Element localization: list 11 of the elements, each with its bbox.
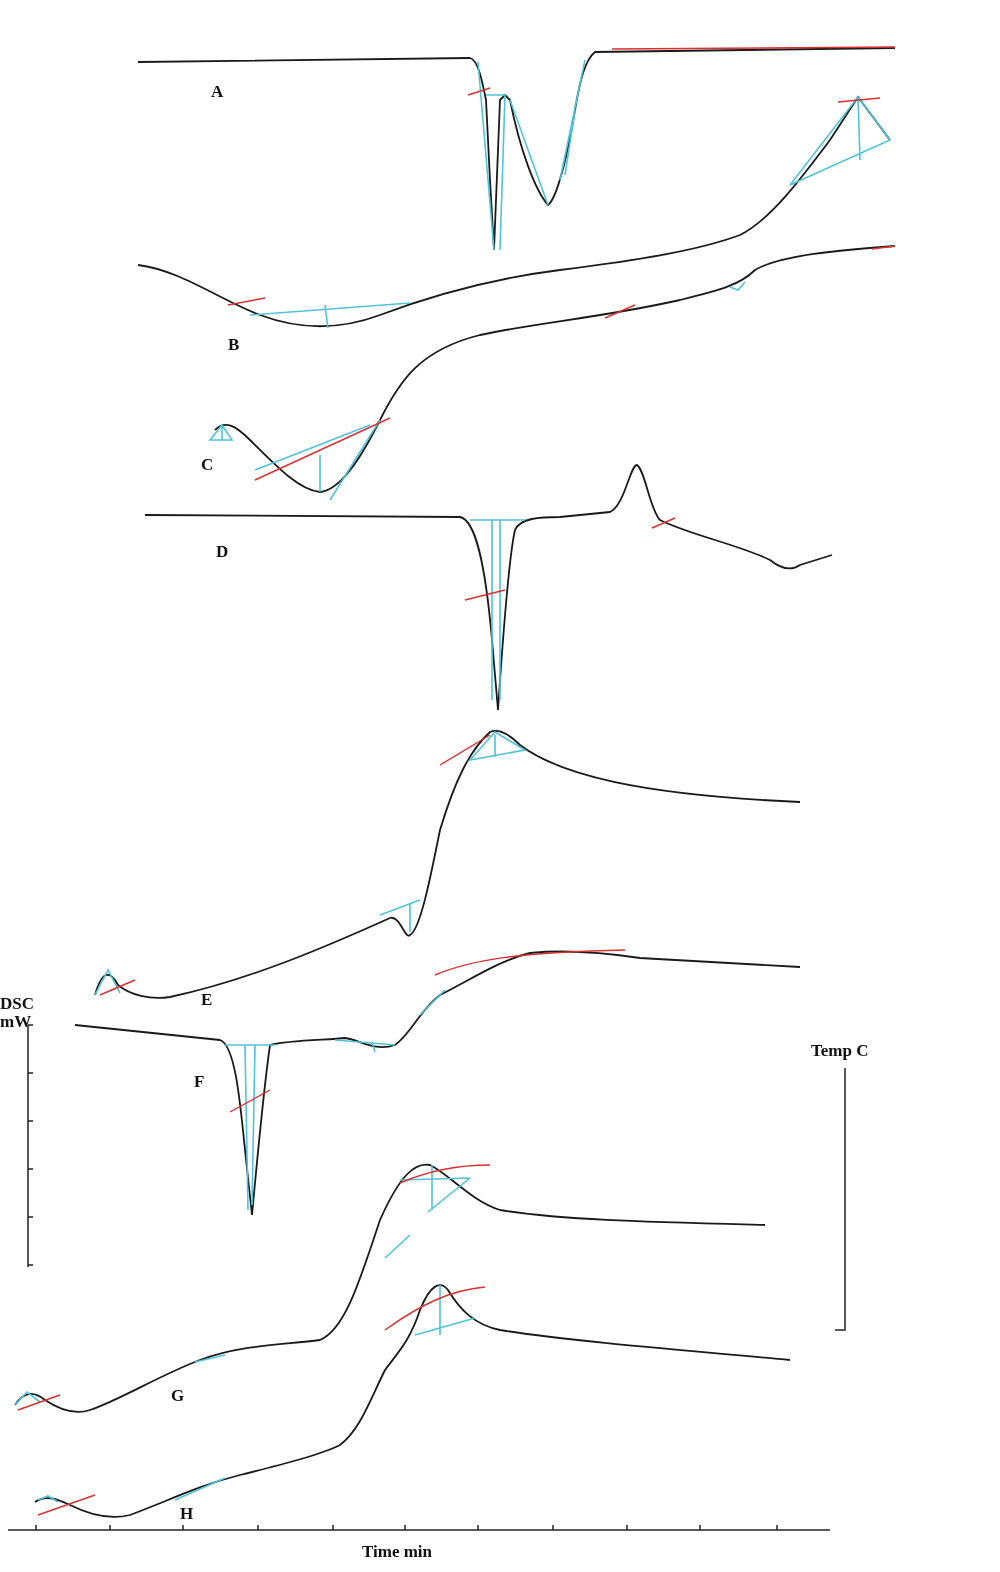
axis-title: B: [228, 336, 240, 354]
axis-title: F: [194, 1073, 205, 1091]
axis-title: A: [211, 83, 224, 101]
axis-title: H: [180, 1505, 194, 1523]
axis-title: G: [171, 1387, 185, 1405]
axis-title: E: [201, 991, 213, 1009]
axis-title: Time min: [362, 1543, 433, 1561]
axis-title: C: [201, 456, 214, 474]
axis-title: DSC mW: [0, 995, 35, 1031]
axis-title: Temp C: [811, 1042, 869, 1060]
axis-title: D: [216, 543, 229, 561]
